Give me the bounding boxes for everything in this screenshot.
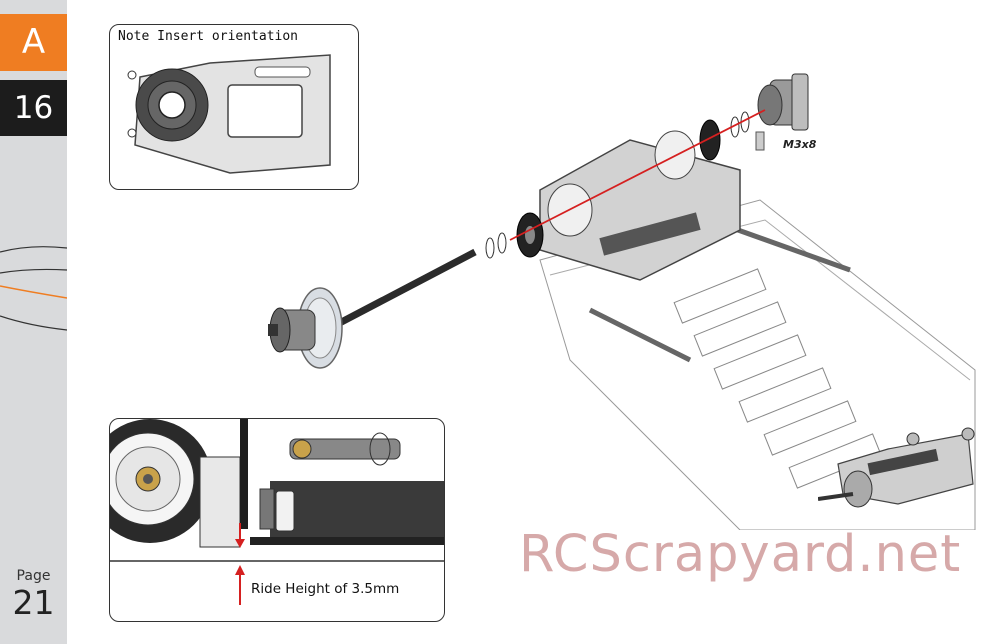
note-box-title: Note Insert orientation [118, 29, 299, 44]
bolt-size-label: M3x8 [783, 138, 817, 151]
page-number: 21 [12, 583, 55, 622]
watermark: RCScrapyard.net [519, 525, 962, 584]
ride-height-illustration [110, 419, 444, 605]
motor-mount-illustration [127, 54, 331, 174]
sidebar-decor-lines [0, 246, 67, 331]
step-number: 16 [0, 80, 67, 136]
ride-height-label: Ride Height of 3.5mm [251, 581, 400, 597]
page-label: Page [16, 568, 51, 584]
front-bulkhead-illustration [818, 427, 975, 508]
ride-height-box: Ride Height of 3.5mm [109, 418, 445, 622]
sidebar: A 16 Page 21 [0, 0, 67, 644]
note-insert-box: Note Insert orientation [109, 24, 359, 190]
rear-axle-exploded-illustration [268, 73, 976, 530]
section-letter: A [0, 14, 67, 71]
